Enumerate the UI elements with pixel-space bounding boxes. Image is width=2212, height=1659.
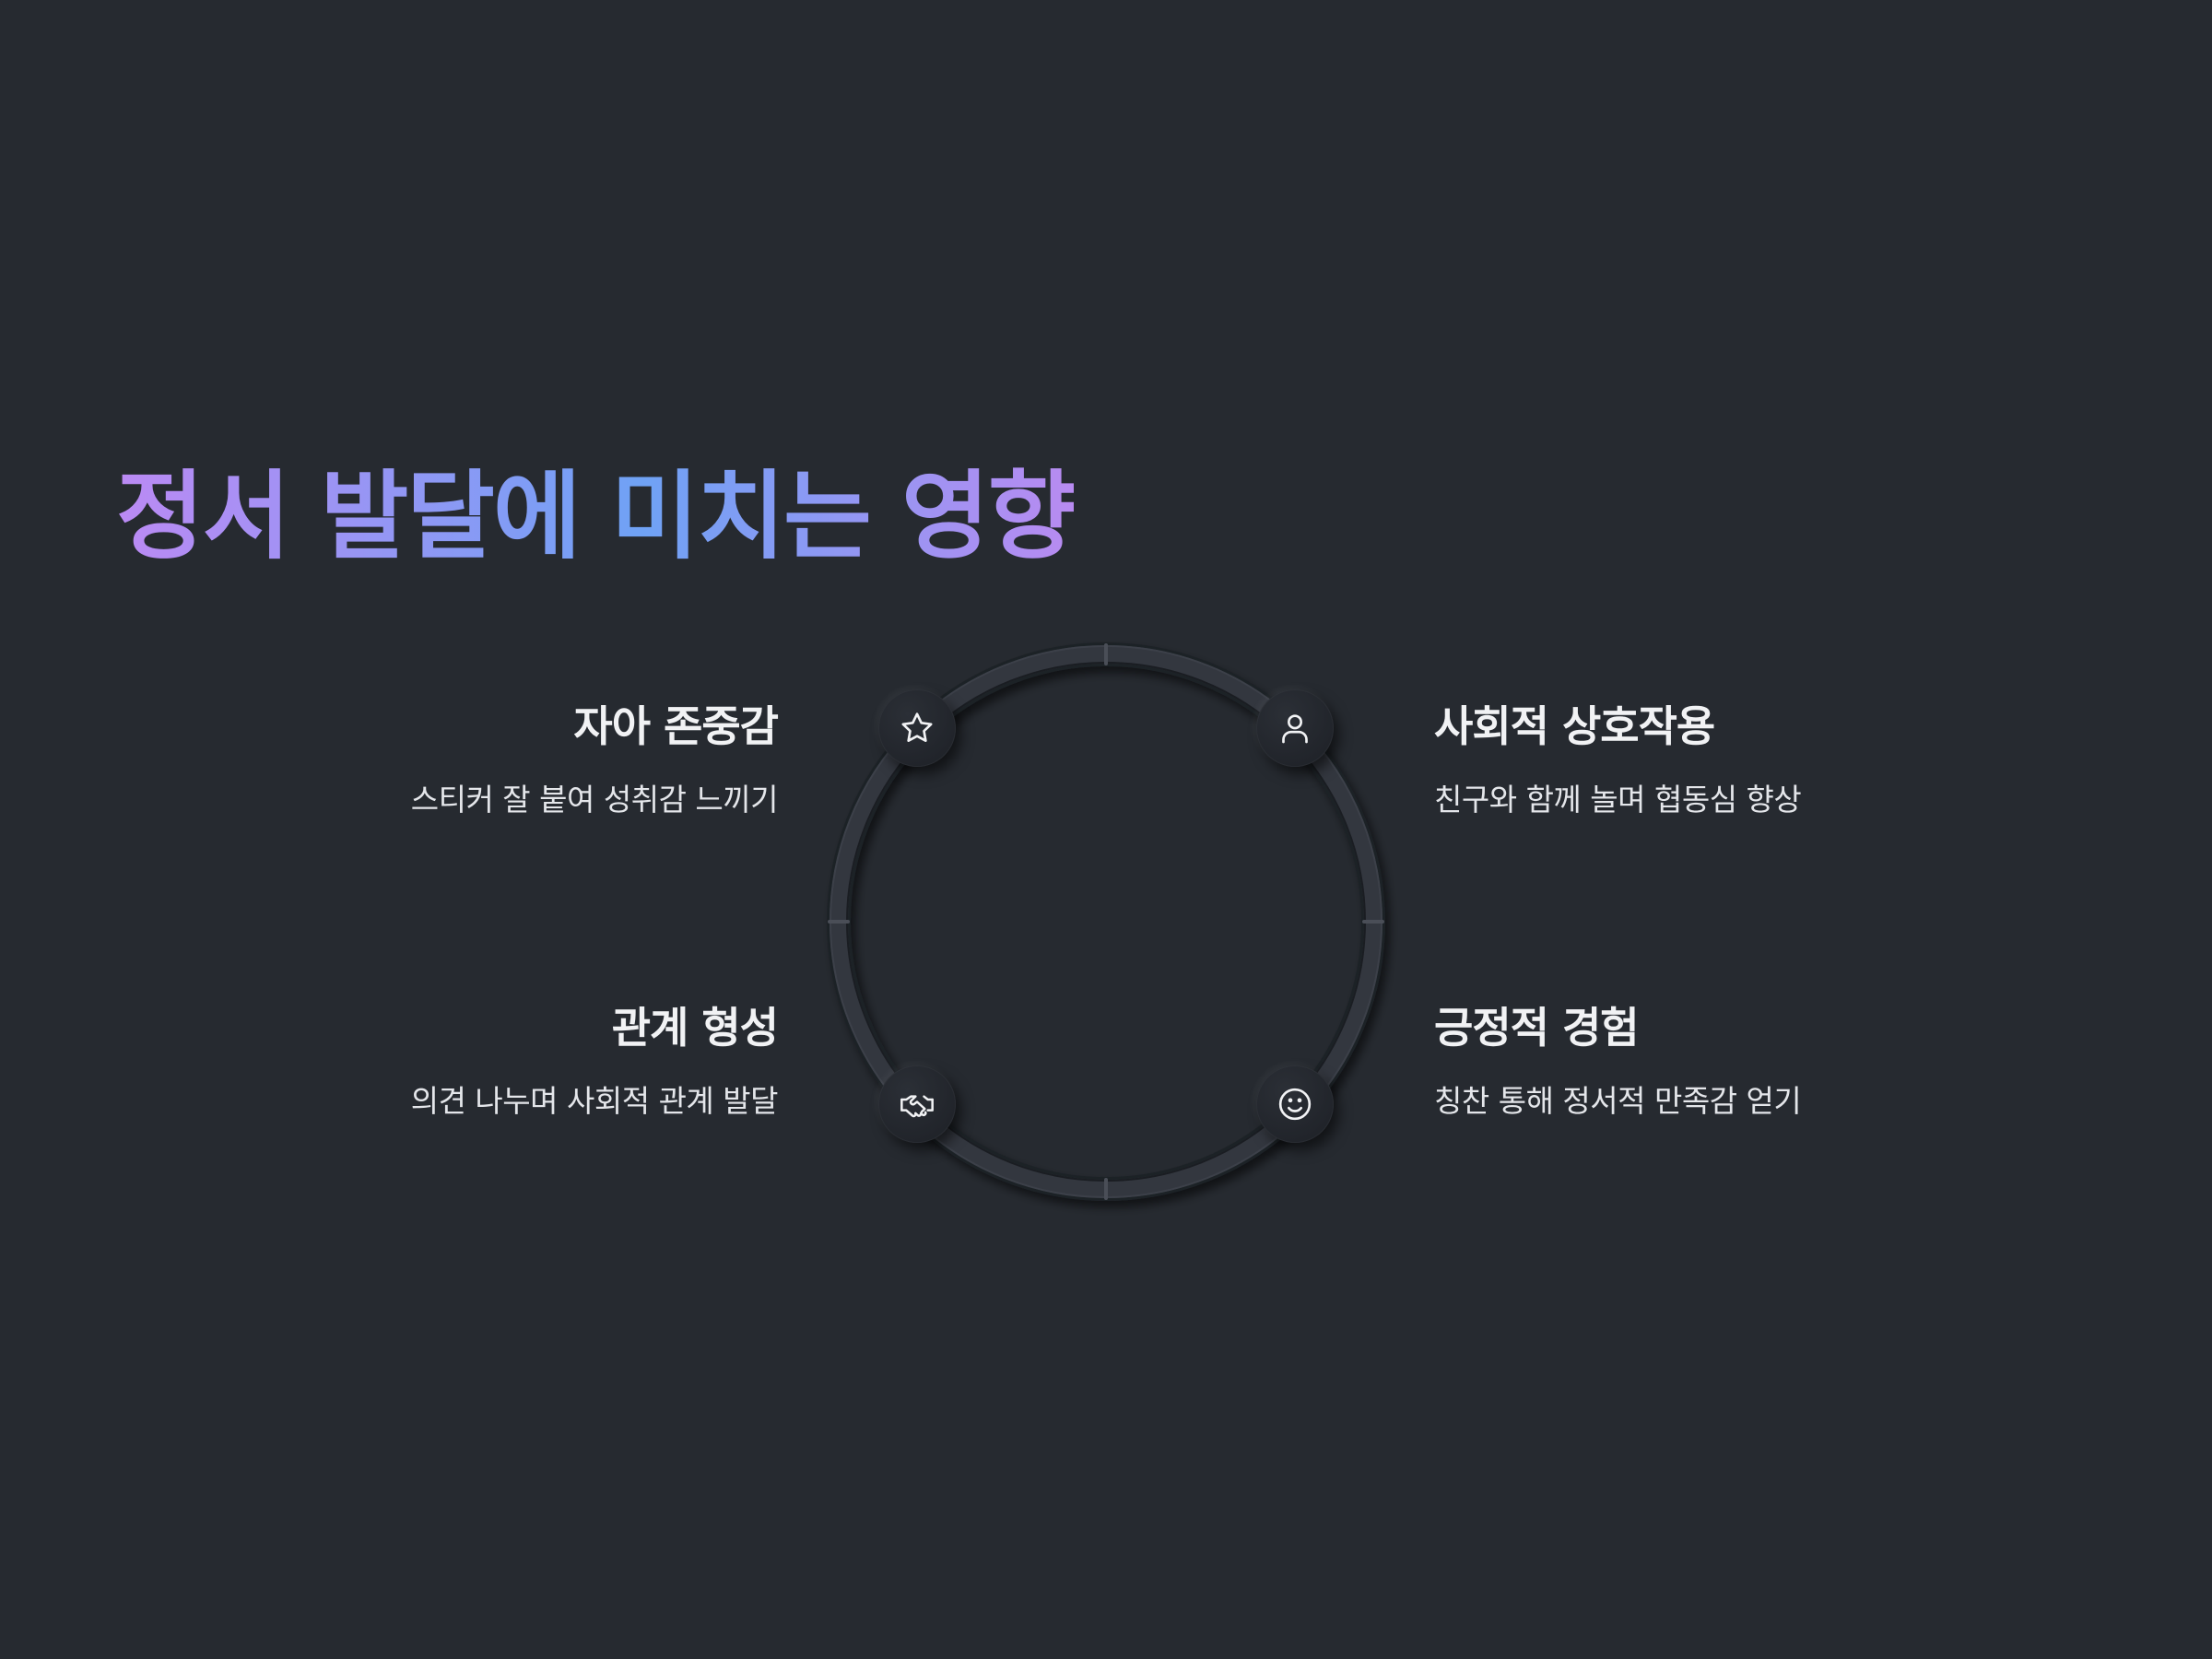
item-title-social-interaction: 사회적 상호작용 bbox=[1434, 701, 1715, 751]
item-title-self-esteem: 자아 존중감 bbox=[573, 701, 779, 751]
star-icon bbox=[901, 712, 933, 742]
smile-icon bbox=[1278, 1088, 1312, 1121]
item-desc-self-esteem: 스티커 잘 붙여 성취감 느끼기 bbox=[410, 782, 779, 818]
item-desc-positive-experience: 칭찬 통해 정서적 만족감 얻기 bbox=[1434, 1083, 1802, 1119]
handshake-node bbox=[878, 1065, 956, 1143]
ring-tick-marks bbox=[828, 643, 1384, 1200]
item-title-relationship: 관계 형성 bbox=[611, 1003, 779, 1053]
cycle-ring bbox=[827, 642, 1385, 1201]
person-icon bbox=[1282, 714, 1308, 744]
smile-node bbox=[1256, 1065, 1334, 1143]
handshake-icon bbox=[900, 1095, 934, 1118]
star-node bbox=[878, 689, 956, 767]
item-title-positive-experience: 긍정적 경험 bbox=[1434, 1003, 1640, 1053]
person-node bbox=[1256, 689, 1334, 767]
item-desc-social-interaction: 친구와 함께 놀며 협동심 향상 bbox=[1434, 782, 1802, 818]
item-desc-relationship: 의견 나누며 사회적 관계 발달 bbox=[410, 1083, 779, 1119]
page-title: 정서 발달에 미치는 영향 bbox=[116, 460, 1076, 572]
